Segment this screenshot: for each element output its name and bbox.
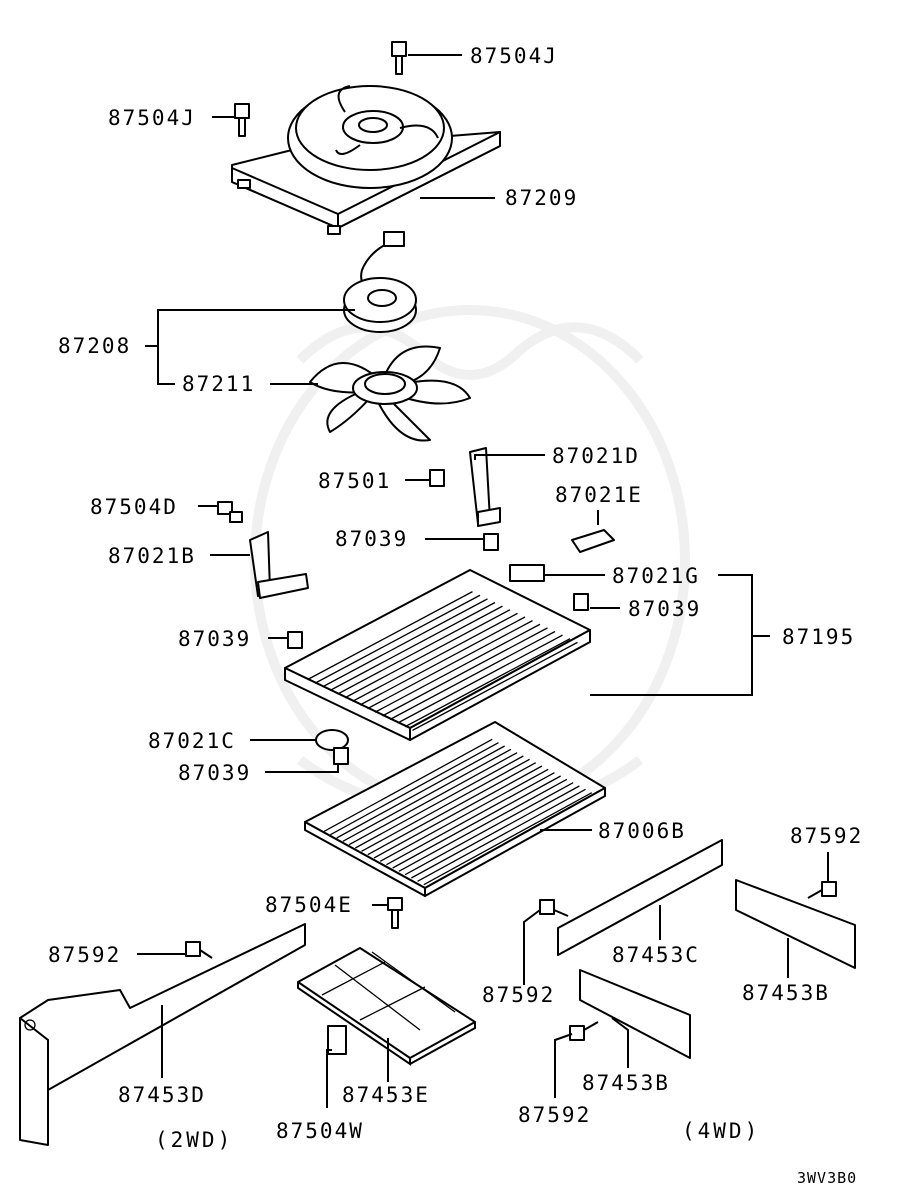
- undercover-87453b-right: [735, 879, 856, 969]
- part-label-87021e: 87021E: [555, 483, 643, 507]
- part-label-87592-bottom: 87592: [518, 1103, 592, 1127]
- part-label-87039-a: 87039: [335, 527, 409, 551]
- grommet-87039-b: [573, 593, 589, 611]
- part-label-87453d: 87453D: [118, 1083, 206, 1107]
- part-label-87039-b: 87039: [628, 597, 702, 621]
- grommet-87039-a: [483, 533, 499, 551]
- leader-lines: [137, 54, 829, 1108]
- part-label-87592-mid: 87592: [482, 983, 556, 1007]
- bracket-87021d: [469, 447, 501, 527]
- bracket-87021g: [509, 564, 545, 582]
- part-label-87453b-right: 87453B: [742, 981, 830, 1005]
- screw-87592-mid: [539, 899, 569, 917]
- grommet-87039-c: [287, 631, 303, 649]
- screw-87592-right: [807, 881, 837, 899]
- nut-87501: [429, 469, 445, 487]
- screw-87592-left: [185, 941, 213, 959]
- part-label-87504j-top: 87504J: [470, 44, 558, 68]
- fan-shroud: [231, 85, 501, 235]
- fan-motor: [343, 231, 417, 333]
- part-label-87504w: 87504W: [276, 1119, 364, 1143]
- part-label-87592-right: 87592: [790, 824, 864, 848]
- grommet-87039-d: [333, 747, 349, 765]
- part-label-87021b: 87021B: [108, 544, 196, 568]
- undercover-87453c: [557, 839, 723, 956]
- part-label-87195: 87195: [782, 625, 856, 649]
- part-label-87006b: 87006B: [598, 819, 686, 843]
- part-label-87501: 87501: [318, 469, 392, 493]
- part-label-87208: 87208: [58, 334, 132, 358]
- part-label-87039-d: 87039: [178, 761, 252, 785]
- diagram-code: 3WV3B0: [797, 1169, 858, 1187]
- part-label-87592-left: 87592: [48, 943, 122, 967]
- part-label-87504j-left: 87504J: [108, 106, 196, 130]
- caption-2wd: (2WD): [155, 1128, 234, 1152]
- part-label-87021g: 87021G: [612, 564, 700, 588]
- skid-plate-87453e: [297, 947, 476, 1066]
- part-label-87453c: 87453C: [612, 943, 700, 967]
- part-label-87021c: 87021C: [148, 729, 236, 753]
- bolt-87504j-left: [234, 103, 250, 137]
- bolt-87504d: [217, 501, 243, 523]
- undercover-87453b-middle: [579, 969, 691, 1059]
- part-label-87039-c: 87039: [178, 627, 252, 651]
- condenser: [284, 569, 591, 741]
- bolt-87504e: [387, 897, 403, 929]
- part-label-87211: 87211: [182, 372, 256, 396]
- radiator: [304, 721, 606, 897]
- part-label-87453b-middle: 87453B: [582, 1071, 670, 1095]
- fan-blade: [309, 345, 471, 442]
- bolt-87504w: [327, 1025, 347, 1055]
- undercover-87453d: [19, 923, 306, 1146]
- part-label-87504d: 87504D: [90, 495, 178, 519]
- part-label-87021d: 87021D: [552, 444, 640, 468]
- part-label-87453e: 87453E: [342, 1083, 430, 1107]
- bracket-87021b: [249, 531, 309, 599]
- bracket-87021e: [571, 529, 615, 553]
- part-label-87504e: 87504E: [265, 893, 353, 917]
- part-label-87209: 87209: [505, 186, 579, 210]
- bolt-87504j-top: [391, 41, 407, 75]
- screw-87592-bottom: [569, 1021, 599, 1041]
- caption-4wd: (4WD): [682, 1119, 761, 1143]
